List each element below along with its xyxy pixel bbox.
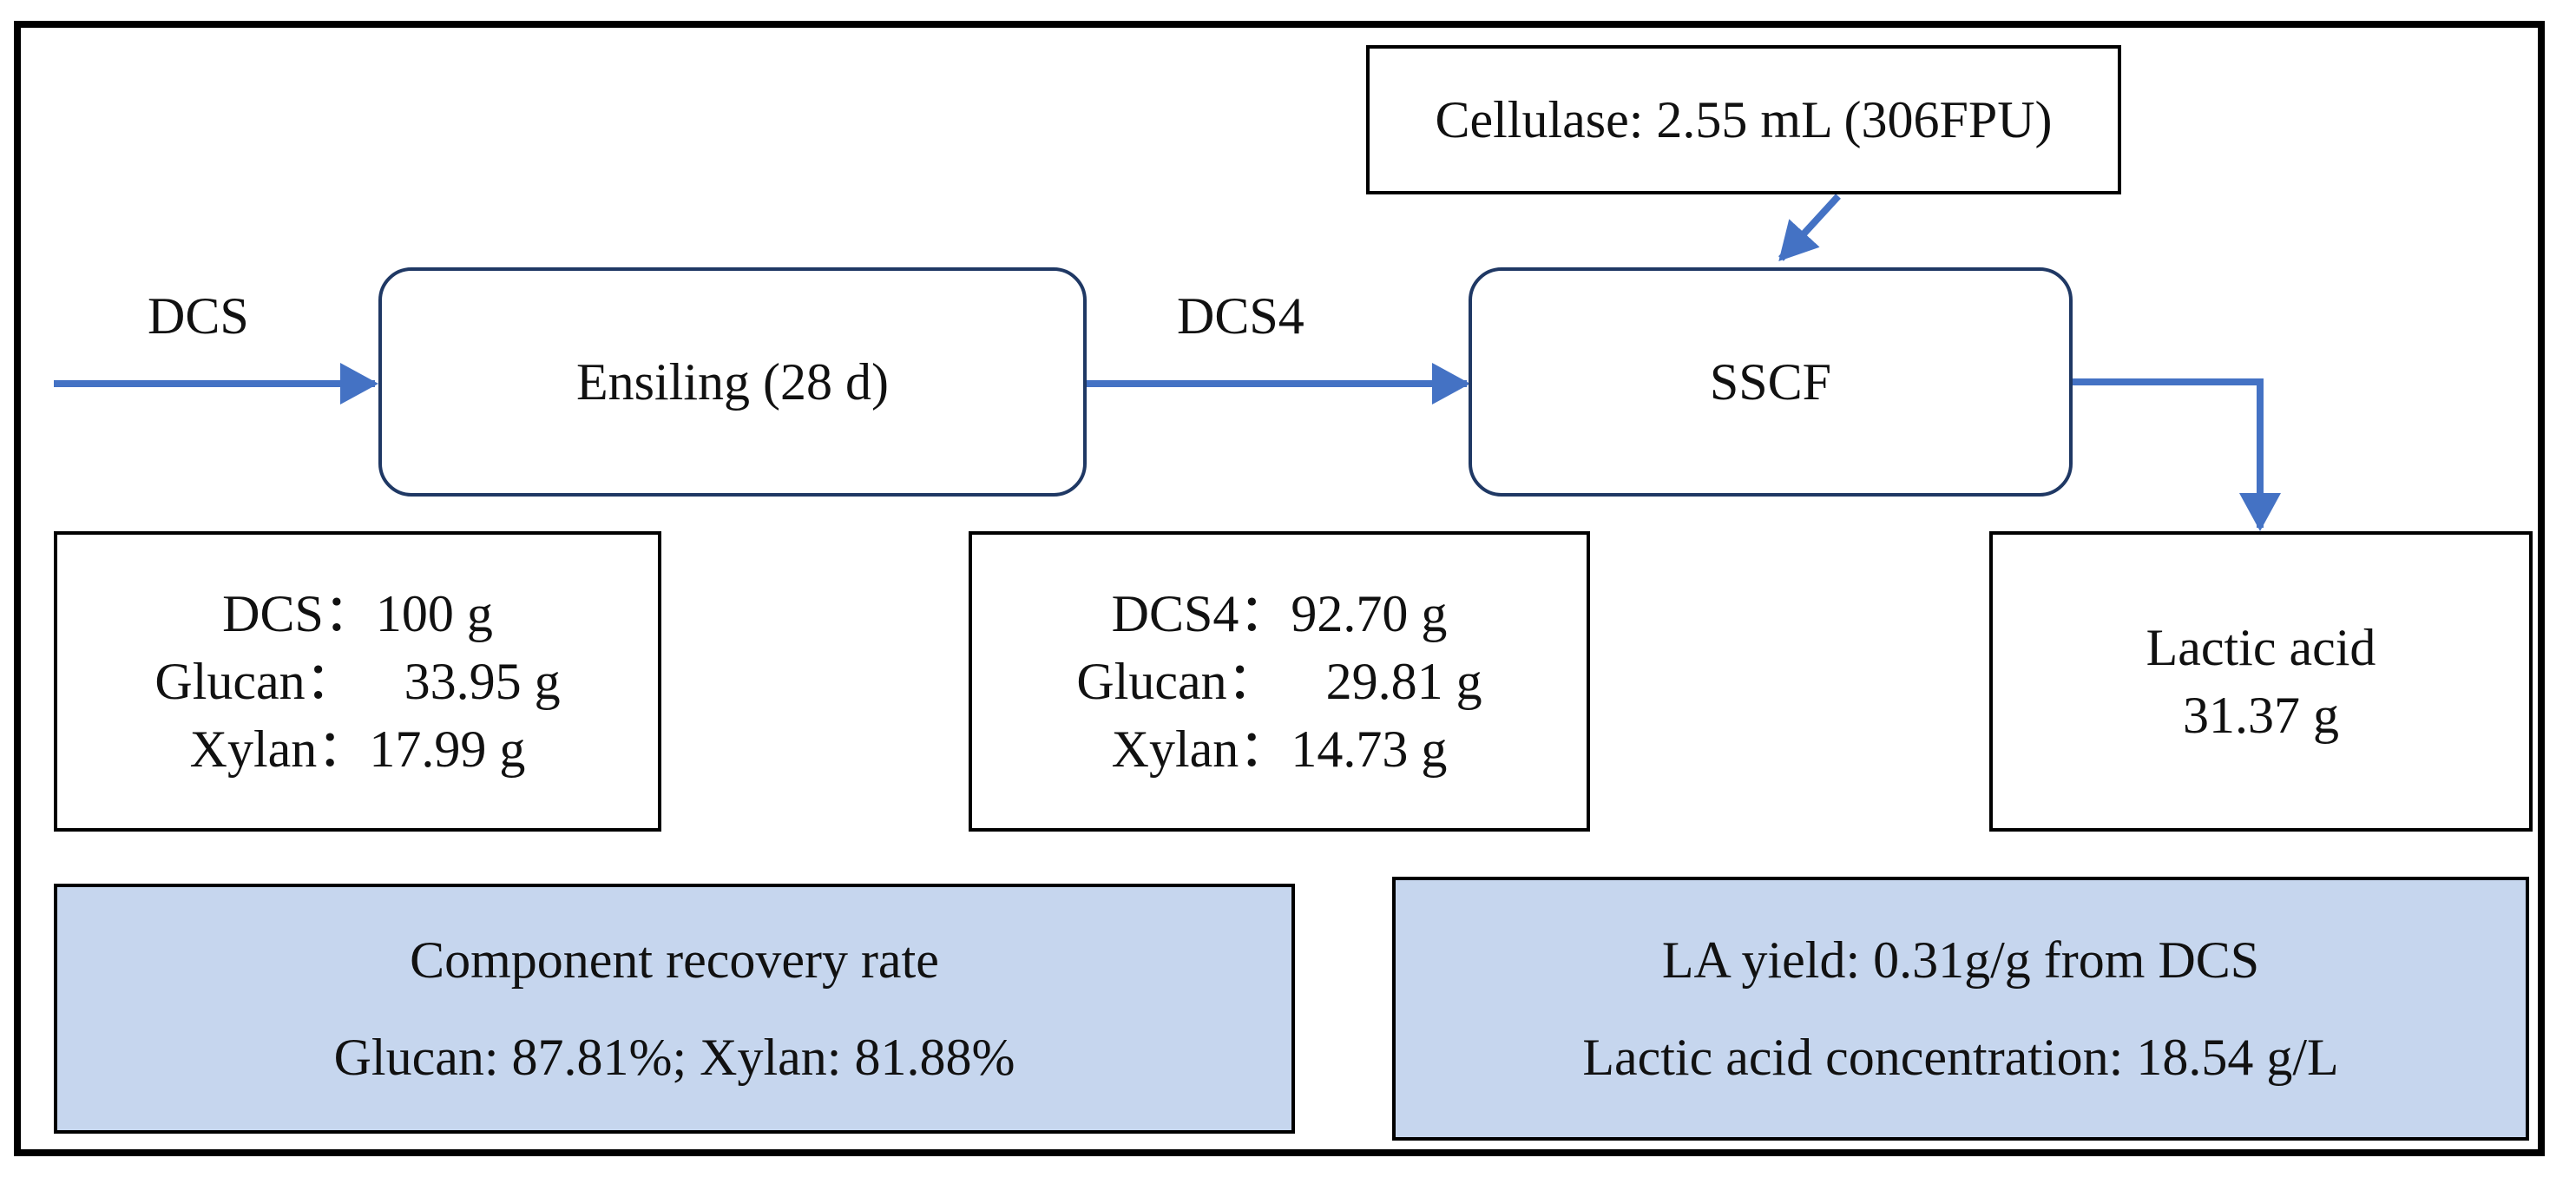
cellulase-text: Cellulase: 2.55 mL (306FPU) [1435,91,2053,148]
composition-row: DCS：100 g [222,585,493,642]
dcs4-label: DCS4 [1177,287,1304,345]
recovery-rate-box: Component recovery rate Glucan: 87.81%; … [54,884,1295,1134]
composition-row: Xylan：14.73 g [1111,720,1448,778]
composition-row: Glucan：33.95 g [154,653,561,710]
lactic-acid-box: Lactic acid 31.37 g [1989,531,2533,832]
sscf-process: SSCF [1469,267,2073,497]
composition-row: Xylan：17.99 g [189,720,526,778]
product-value: 31.37 g [2183,687,2339,744]
composition-row: Glucan：29.81 g [1076,653,1482,710]
ensiling-process: Ensiling (28 d) [378,267,1087,497]
dcs-composition-box: DCS：100 g Glucan：33.95 g Xylan：17.99 g [54,531,661,832]
yield-box: LA yield: 0.31g/g from DCS Lactic acid c… [1392,877,2529,1141]
outer-frame [14,21,2545,1156]
product-name: Lactic acid [2146,619,2376,676]
cellulase-box: Cellulase: 2.55 mL (306FPU) [1366,45,2121,194]
composition-row: DCS4：92.70 g [1111,585,1448,642]
arrow-cellulase-to-sscf [1778,194,1841,261]
recovery-title: Component recovery rate [410,931,939,989]
arrow-sscf-to-product [2073,378,2281,531]
dcs-input-label: DCS [148,287,249,345]
ensiling-label: Ensiling (28 d) [576,353,889,411]
yield-line1: LA yield: 0.31g/g from DCS [1661,931,2260,989]
yield-line2: Lactic acid concentration: 18.54 g/L [1582,1029,2339,1086]
dcs4-composition-box: DCS4：92.70 g Glucan：29.81 g Xylan：14.73 … [969,531,1590,832]
sscf-label: SSCF [1709,353,1832,411]
recovery-detail: Glucan: 87.81%; Xylan: 81.88% [333,1029,1015,1086]
